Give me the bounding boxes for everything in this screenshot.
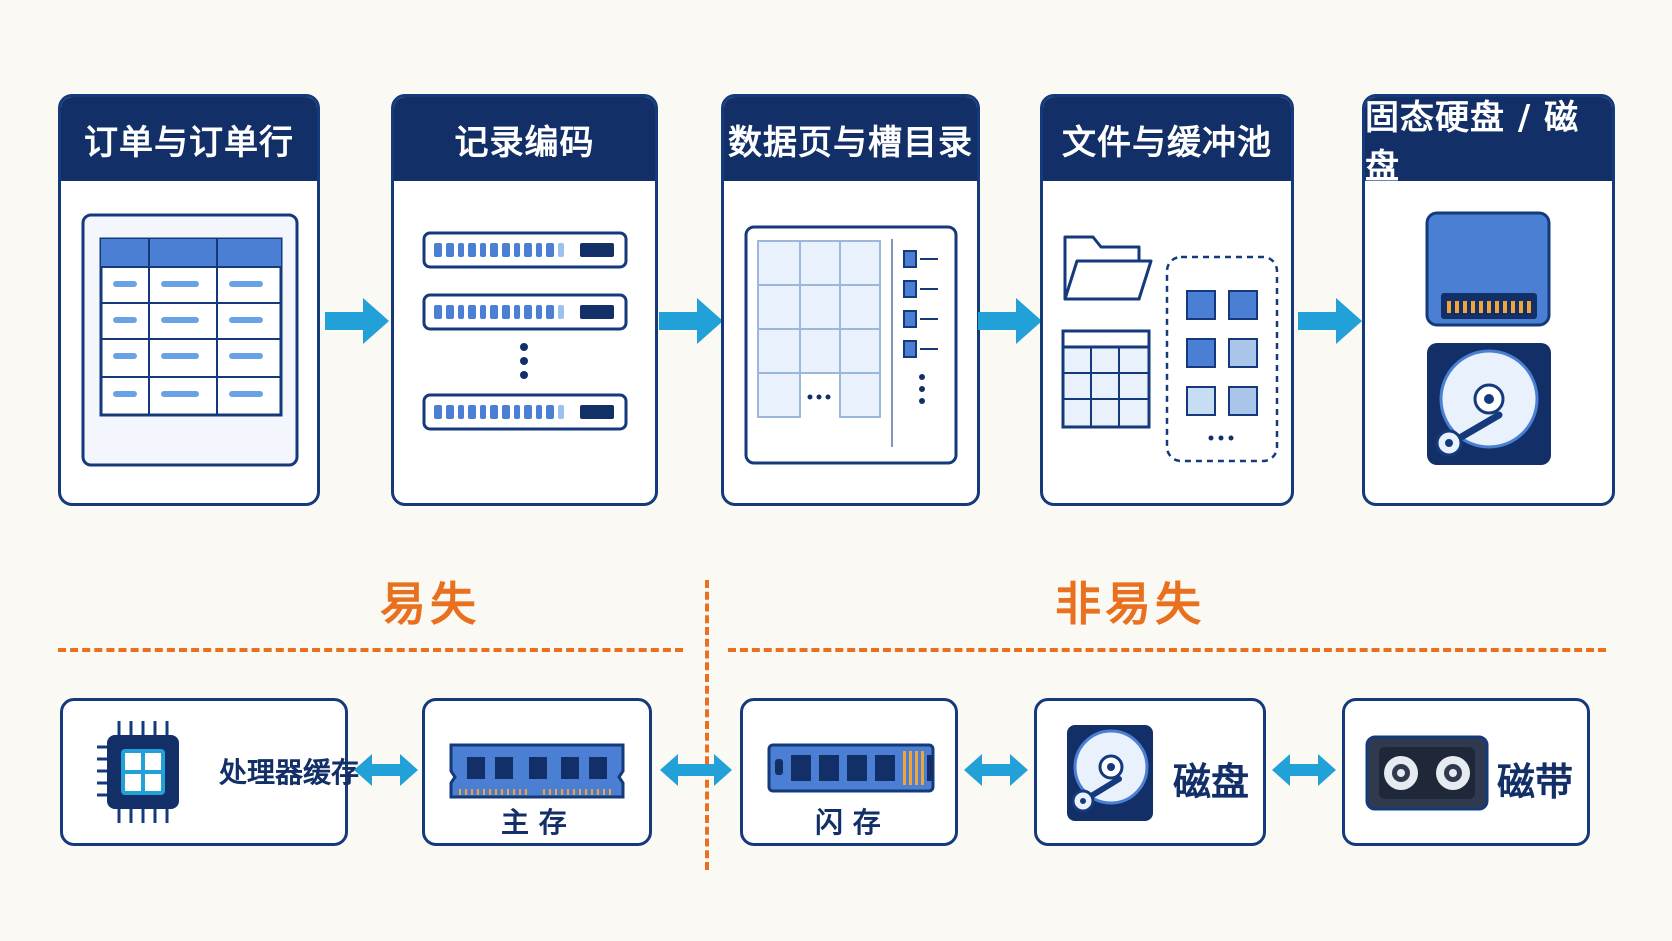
volatile-label: 易失 [380, 577, 480, 631]
tape-cassette-icon [1365, 735, 1489, 811]
nonvolatile-divider-line [728, 648, 1606, 652]
double-arrow-icon [1272, 754, 1336, 786]
hierarchy-main-memory: 主 存 [422, 698, 652, 846]
card-data-page: 数据页与槽目录 [721, 94, 980, 506]
hierarchy-tape: 磁带 [1342, 698, 1590, 846]
file-buffer-pool-icon [1061, 235, 1279, 463]
ssd-hdd-icon [1425, 211, 1551, 465]
card-record-encoding: 记录编码 [391, 94, 658, 506]
table-icon [81, 213, 299, 467]
encoded-records-icon [422, 231, 628, 431]
arrow-right-icon [325, 298, 389, 344]
arrow-right-icon [978, 298, 1042, 344]
disk-label: 磁盘 [1173, 760, 1250, 804]
cpu-chip-icon [97, 721, 179, 823]
double-arrow-icon [660, 754, 732, 786]
card-ssd-disk: 固态硬盘 / 磁盘 [1362, 94, 1615, 506]
ram-module-icon [449, 743, 625, 799]
card-orders-title: 订单与订单行 [61, 97, 317, 181]
arrow-right-icon [659, 298, 723, 344]
cpu-cache-label: 处理器缓存 [219, 756, 360, 789]
double-arrow-icon [354, 754, 418, 786]
card-ssd-disk-title: 固态硬盘 / 磁盘 [1365, 97, 1612, 187]
double-arrow-icon [964, 754, 1028, 786]
nonvolatile-label: 非易失 [1055, 577, 1205, 631]
data-page-slot-directory-icon [744, 225, 958, 465]
nvme-ssd-icon [767, 743, 935, 793]
card-record-encoding-title: 记录编码 [394, 97, 655, 181]
card-file-buffer: 文件与缓冲池 [1040, 94, 1294, 506]
card-data-page-title: 数据页与槽目录 [724, 97, 977, 181]
tape-label: 磁带 [1497, 760, 1574, 804]
arrow-right-icon [1298, 298, 1362, 344]
hard-disk-icon [1067, 725, 1153, 821]
card-orders: 订单与订单行 [58, 94, 320, 506]
hierarchy-disk: 磁盘 [1034, 698, 1266, 846]
card-file-buffer-title: 文件与缓冲池 [1043, 97, 1291, 181]
volatility-boundary-line [705, 580, 709, 870]
flash-label: 闪 存 [815, 806, 881, 839]
main-memory-label: 主 存 [501, 806, 567, 839]
hierarchy-flash: 闪 存 [740, 698, 958, 846]
volatile-divider-line [58, 648, 683, 652]
hierarchy-cpu-cache: 处理器缓存 [60, 698, 359, 846]
